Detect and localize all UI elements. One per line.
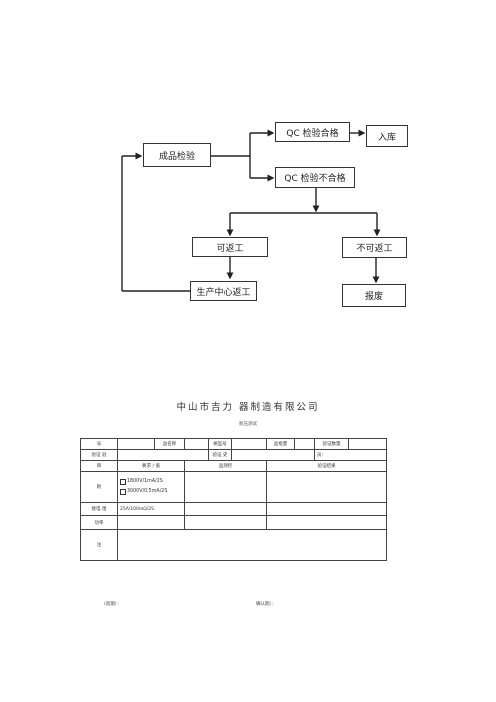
cell bbox=[117, 515, 185, 530]
table-row: 目 要求 / 值 品测控 验证结果 bbox=[80, 460, 387, 472]
cell bbox=[294, 438, 315, 450]
flow-scrap: 报废 bbox=[342, 284, 406, 307]
cell: 品名称 bbox=[154, 438, 185, 450]
table-row: 验证 验 验证 史 员： bbox=[80, 449, 387, 461]
footer-confirm-date: 确认期）： bbox=[256, 602, 277, 607]
table-row: 号 品名称 格型号 品批量 验证数量 bbox=[80, 438, 387, 450]
table-row: 耐 1800V/1mA/2S 3000V/0.5mA/2S bbox=[80, 471, 387, 503]
cell bbox=[348, 438, 387, 450]
cell bbox=[117, 449, 209, 461]
option-1800v: 1800V/1mA/2S bbox=[120, 477, 182, 487]
cell bbox=[184, 438, 209, 450]
cell: 验证 史 bbox=[208, 449, 232, 461]
flow-reworkable: 可返工 bbox=[192, 237, 268, 257]
cell bbox=[266, 471, 387, 503]
table-row: 接电 阻 25A/100mΩ/2S bbox=[80, 502, 387, 516]
table-row: 功率 bbox=[80, 515, 387, 530]
cell: 员： bbox=[314, 449, 387, 461]
cell: 格型号 bbox=[208, 438, 232, 450]
cell: 25A/100mΩ/2S bbox=[117, 502, 185, 516]
cell bbox=[231, 449, 315, 461]
cell: 功率 bbox=[80, 515, 118, 530]
cell bbox=[266, 515, 387, 530]
checkbox-icon bbox=[120, 489, 126, 495]
inspection-record-table: 号 品名称 格型号 品批量 验证数量 验证 验 验证 史 员： 目 要求 / 值… bbox=[80, 438, 387, 561]
cell: 号 bbox=[80, 438, 118, 450]
cell bbox=[117, 529, 387, 561]
company-title: 中山市吉力 器制造有限公司 bbox=[176, 402, 320, 413]
cell bbox=[184, 515, 267, 530]
option-3000v: 3000V/0.5mA/2S bbox=[120, 487, 182, 497]
table-row: 注 bbox=[80, 529, 387, 561]
cell: 要求 / 值 bbox=[117, 460, 185, 472]
cell: 验证 验 bbox=[80, 449, 118, 461]
checkbox-icon bbox=[120, 479, 126, 485]
cell bbox=[117, 438, 155, 450]
cell: 耐 bbox=[80, 471, 118, 503]
cell: 接电 阻 bbox=[80, 502, 118, 516]
flow-not-reworkable: 不可返工 bbox=[342, 237, 407, 258]
flow-storage: 入库 bbox=[366, 125, 408, 147]
flow-finished-inspection: 成品检验 bbox=[143, 143, 211, 167]
footer-inspection-date: (验期）： bbox=[104, 602, 122, 607]
flow-production-rework: 生产中心返工 bbox=[190, 281, 257, 301]
cell bbox=[231, 438, 267, 450]
cell: 验证结果 bbox=[266, 460, 387, 472]
cell: 品批量 bbox=[266, 438, 295, 450]
cell bbox=[184, 471, 267, 503]
record-subtitle: 耐压测试 bbox=[239, 422, 257, 427]
cell: 品测控 bbox=[184, 460, 267, 472]
flow-qc-pass: QC 检验合格 bbox=[275, 122, 350, 142]
cell: 目 bbox=[80, 460, 118, 472]
cell: 验证数量 bbox=[314, 438, 349, 450]
cell: 注 bbox=[80, 529, 118, 561]
flow-qc-fail: QC 检验不合格 bbox=[275, 167, 355, 188]
cell: 1800V/1mA/2S 3000V/0.5mA/2S bbox=[117, 471, 185, 503]
cell bbox=[184, 502, 267, 516]
cell bbox=[266, 502, 387, 516]
